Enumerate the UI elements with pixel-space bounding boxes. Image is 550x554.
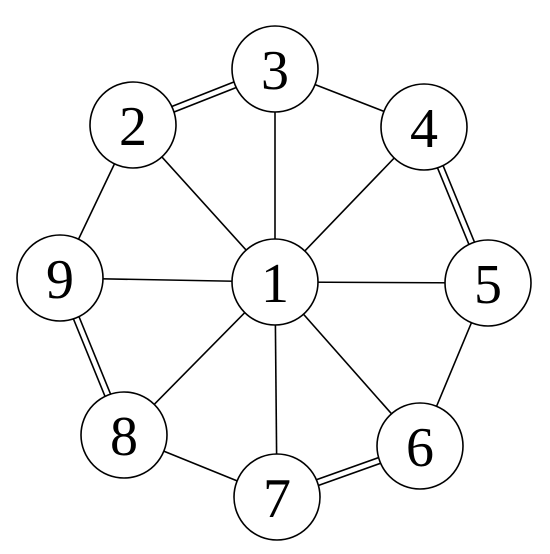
node-8-label: 8 — [110, 406, 138, 468]
node-2-label: 2 — [119, 96, 147, 158]
node-5-circle — [444, 239, 532, 327]
node-7: 7 — [233, 453, 321, 541]
node-8-circle — [80, 391, 168, 479]
node-1: 1 — [231, 238, 319, 326]
node-3-circle — [231, 25, 319, 113]
node-8: 8 — [80, 391, 168, 479]
node-6-circle — [376, 402, 464, 490]
node-7-label: 7 — [263, 468, 291, 530]
node-3: 3 — [231, 25, 319, 113]
nodes-layer: 1 2 3 4 5 6 7 8 — [16, 25, 532, 541]
node-9-label: 9 — [46, 249, 74, 311]
node-6-label: 6 — [406, 417, 434, 479]
node-2-circle — [89, 81, 177, 169]
node-4-label: 4 — [410, 98, 438, 160]
node-5-label: 5 — [474, 254, 502, 316]
node-3-label: 3 — [261, 40, 289, 102]
node-2: 2 — [89, 81, 177, 169]
node-6: 6 — [376, 402, 464, 490]
node-1-circle — [231, 238, 319, 326]
node-7-circle — [233, 453, 321, 541]
node-9-circle — [16, 234, 104, 322]
node-1-label: 1 — [261, 253, 289, 315]
node-4-circle — [380, 83, 468, 171]
node-9: 9 — [16, 234, 104, 322]
node-4: 4 — [380, 83, 468, 171]
node-5: 5 — [444, 239, 532, 327]
